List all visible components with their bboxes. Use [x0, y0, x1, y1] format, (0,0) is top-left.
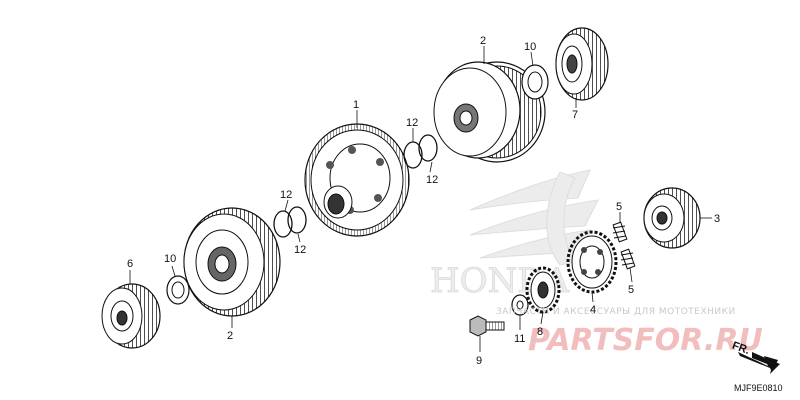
part-1-primary-gear	[304, 123, 410, 237]
part-5-springs	[612, 221, 636, 270]
callout-5-lower: 5	[628, 284, 634, 296]
callout-2-upper: 2	[480, 35, 486, 47]
callout-12-upper-b: 12	[426, 174, 438, 186]
callout-7: 7	[572, 109, 578, 121]
part-9-bolt	[469, 315, 505, 337]
part-12-rings-lower	[273, 206, 307, 238]
callout-1: 1	[353, 99, 359, 111]
part-11-washer	[511, 294, 529, 316]
callout-4: 4	[590, 304, 596, 316]
front-direction-label: FR.	[730, 340, 751, 357]
callout-12-upper-a: 12	[406, 117, 418, 129]
callout-2-lower: 2	[227, 330, 233, 342]
honda-wing-logo-watermark	[469, 169, 599, 266]
callout-10-lower: 10	[164, 253, 176, 265]
watermark-tagline: ЗАПЧАСТИ И АКСЕССУАРЫ ДЛЯ МОТОТЕХНИКИ	[496, 307, 736, 317]
callout-11: 11	[514, 333, 525, 345]
callout-6: 6	[127, 258, 133, 270]
callout-9: 9	[476, 355, 482, 367]
part-7-gear	[555, 27, 609, 101]
part-4-sprocket	[566, 230, 618, 294]
callout-10-upper: 10	[524, 41, 536, 53]
part-8-gear	[525, 266, 561, 314]
part-3-gear	[643, 187, 701, 249]
callout-12-lower-b: 12	[294, 244, 306, 256]
callout-8: 8	[537, 326, 543, 338]
part-6-gear	[101, 283, 161, 349]
part-2-lower-clutch-drum	[183, 207, 281, 317]
callout-3: 3	[714, 213, 720, 225]
diagram-code: MJF9E0810	[734, 383, 783, 393]
leader-lines	[129, 46, 712, 352]
callout-5-upper: 5	[616, 201, 622, 213]
front-direction-arrow	[738, 352, 780, 374]
part-10-lower-washer	[166, 275, 190, 305]
part-10-upper-washer	[521, 64, 549, 100]
watermark-brand: PARTSFOR.RU	[528, 323, 763, 358]
callout-12-lower-a: 12	[280, 189, 292, 201]
part-2-upper-clutch-drum	[433, 61, 546, 163]
